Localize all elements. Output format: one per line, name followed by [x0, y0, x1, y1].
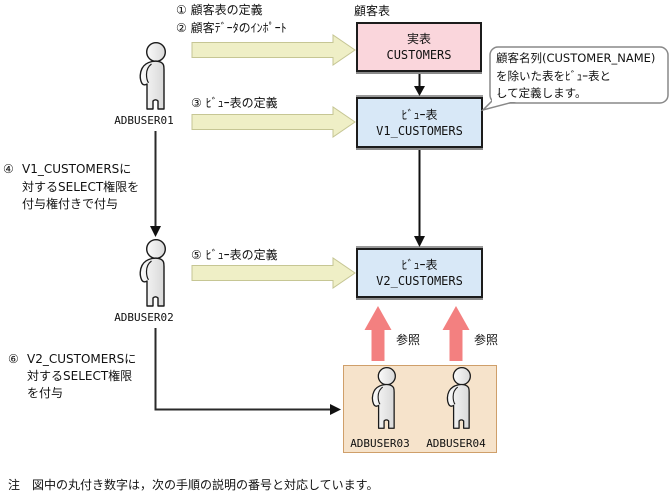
view2-name: V2_CUSTOMERS — [376, 274, 463, 288]
reference-label-2: 参照 — [474, 333, 499, 347]
callout-text: 顧客名列(CUSTOMER_NAME) を除いた表をﾋﾞｭｰ表と して定義します… — [496, 51, 656, 100]
arrow-customers-to-v1 — [414, 74, 425, 96]
adbuser04-label: ADBUSER04 — [426, 437, 486, 450]
step-1-2-label: ① 顧客表の定義 ② 顧客ﾃﾞｰﾀのｲﾝﾎﾟｰﾄ — [176, 3, 287, 35]
arrow-grant-to-users-box — [154, 328, 341, 415]
adbuser03-label: ADBUSER03 — [350, 437, 410, 450]
step-3-label: ③ ﾋﾞｭｰ表の定義 — [191, 96, 278, 110]
arrow-head-icon — [414, 86, 425, 96]
real-table-name: CUSTOMERS — [386, 48, 452, 62]
person-icon-adbuser01 — [139, 42, 167, 110]
real-table-box: 実表 CUSTOMERS — [356, 22, 482, 72]
adbuser01-label: ADBUSER01 — [114, 114, 174, 127]
users-group-box — [343, 365, 497, 453]
reference-label-1: 参照 — [396, 333, 421, 347]
arrow-line — [154, 328, 331, 411]
arrow-head-icon — [330, 404, 341, 415]
arrow-head-icon — [150, 226, 161, 237]
reference-arrow-2-icon — [442, 306, 470, 361]
arrow-head-icon — [414, 236, 425, 247]
adbuser02-label: ADBUSER02 — [114, 311, 174, 324]
reference-arrow-1-icon — [364, 306, 392, 361]
step-6-label: V2_CUSTOMERSに 対するSELECT権限 を付与 — [27, 352, 137, 400]
person-icon-adbuser02 — [139, 239, 167, 307]
view-table-v2-box: ﾋﾞｭｰ表 V2_CUSTOMERS — [356, 248, 483, 298]
step-4-label: V1_CUSTOMERSに 対するSELECT権限を 付与権付きで付与 — [22, 162, 140, 211]
view1-name: V1_CUSTOMERS — [376, 123, 463, 138]
view-table-v1-box: ﾋﾞｭｰ表 V1_CUSTOMERS — [356, 97, 483, 148]
customer-table-group-label: 顧客表 — [354, 4, 391, 18]
note-text: 注 図中の丸付き数字は，次の手順の説明の番号と対応しています。 — [8, 478, 379, 492]
real-table-type-label: 実表 — [406, 32, 431, 46]
arrow-v1-to-v2 — [414, 150, 425, 247]
view2-type-label: ﾋﾞｭｰ表 — [401, 258, 438, 272]
view1-type-label: ﾋﾞｭｰ表 — [401, 107, 438, 122]
step-6-number: ⑥ — [8, 352, 19, 366]
step-5-label: ⑤ ﾋﾞｭｰ表の定義 — [191, 248, 278, 262]
step-4-number: ④ — [3, 162, 14, 176]
arrow-grant-to-adbuser02 — [150, 131, 161, 237]
arrow-define-customers-icon — [191, 34, 356, 66]
